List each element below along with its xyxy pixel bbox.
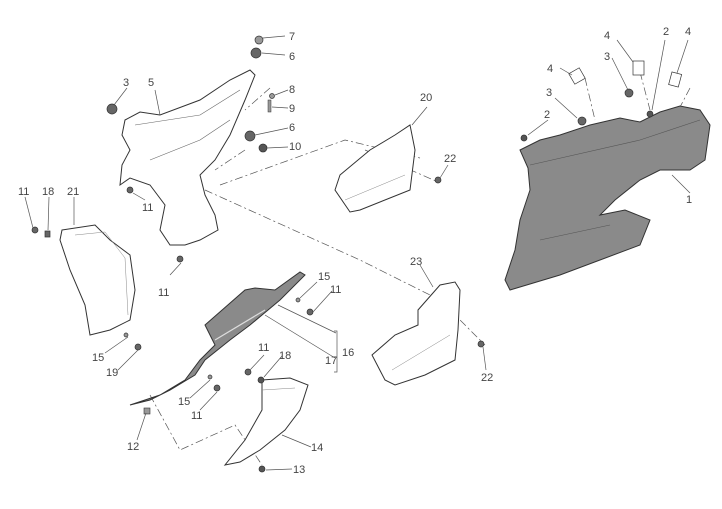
- fastener-11[interactable]: [176, 255, 184, 263]
- fastener-15[interactable]: [123, 332, 129, 338]
- fastener-6b[interactable]: [244, 130, 256, 142]
- fastener-22[interactable]: [434, 176, 442, 184]
- label-18: 18: [42, 186, 54, 198]
- fastener-15[interactable]: [295, 297, 301, 303]
- label-11: 11: [258, 342, 269, 354]
- label-14: 14: [311, 442, 323, 454]
- label-6: 6: [289, 122, 295, 134]
- label-11: 11: [142, 202, 153, 214]
- fastener-2[interactable]: [646, 110, 654, 118]
- fastener-11[interactable]: [213, 384, 221, 392]
- fastener-8[interactable]: [269, 93, 275, 99]
- fastener-15[interactable]: [207, 374, 213, 380]
- label-4: 4: [685, 26, 691, 38]
- assembly-line: [584, 77, 596, 121]
- fastener-13[interactable]: [258, 465, 266, 473]
- fastener-3[interactable]: [577, 116, 587, 126]
- part-21-cover[interactable]: [59, 224, 136, 336]
- label-23: 23: [410, 256, 422, 268]
- fastener-6a[interactable]: [250, 47, 262, 59]
- label-19: 19: [106, 367, 118, 379]
- fastener-10[interactable]: [258, 143, 268, 153]
- label-10: 10: [289, 141, 301, 153]
- part-5-bracket[interactable]: [119, 69, 256, 246]
- label-1: 1: [686, 194, 692, 206]
- assembly-line: [244, 87, 271, 111]
- clip-4[interactable]: [668, 71, 683, 88]
- label-5: 5: [148, 77, 154, 89]
- label-3: 3: [604, 51, 610, 63]
- label-21: 21: [67, 186, 79, 198]
- label-20: 20: [420, 92, 432, 104]
- label-17: 17: [325, 355, 337, 367]
- label-15: 15: [318, 271, 330, 283]
- fastener-9[interactable]: [267, 99, 272, 113]
- label-11: 11: [18, 186, 29, 198]
- fastener-11[interactable]: [31, 226, 39, 234]
- assembly-line: [219, 139, 421, 186]
- part-1-side-panel[interactable]: [504, 105, 711, 291]
- fastener-2[interactable]: [520, 134, 528, 142]
- fastener-11[interactable]: [126, 186, 134, 194]
- clip-4[interactable]: [632, 60, 645, 76]
- fastener-11[interactable]: [306, 308, 314, 316]
- label-11: 11: [191, 410, 202, 422]
- label-2: 2: [663, 26, 669, 38]
- assembly-line: [204, 189, 486, 346]
- assembly-line: [214, 149, 246, 171]
- part-20-cover[interactable]: [334, 124, 416, 213]
- fastener-19[interactable]: [134, 343, 142, 351]
- fastener-3[interactable]: [624, 88, 634, 98]
- label-9: 9: [289, 103, 295, 115]
- part-labels: 1 2 2 3 3 3 4 4 4 5 6 6 7 8 9 10 11 11 1…: [18, 26, 692, 476]
- label-4: 4: [604, 30, 610, 42]
- leader-lines: [24, 35, 691, 471]
- fastener-22[interactable]: [477, 340, 485, 348]
- label-22: 22: [444, 153, 456, 165]
- fastener-18[interactable]: [257, 376, 265, 384]
- label-13: 13: [293, 464, 305, 476]
- fastener-7[interactable]: [254, 35, 264, 45]
- label-6: 6: [289, 51, 295, 63]
- label-22: 22: [481, 372, 493, 384]
- label-12: 12: [127, 441, 139, 453]
- part-23-cover[interactable]: [371, 281, 461, 386]
- fastener-12[interactable]: [143, 407, 151, 415]
- label-16: 16: [342, 347, 354, 359]
- label-11: 11: [330, 284, 341, 296]
- label-18: 18: [279, 350, 291, 362]
- assembly-line: [639, 71, 651, 111]
- part-17-tail-panel[interactable]: [129, 271, 306, 406]
- label-4: 4: [547, 63, 553, 75]
- label-15: 15: [92, 352, 104, 364]
- fastener-18[interactable]: [44, 230, 51, 238]
- label-2: 2: [544, 109, 550, 121]
- label-3: 3: [546, 87, 552, 99]
- part-14-lower-cover[interactable]: [223, 377, 309, 466]
- clip-4[interactable]: [568, 67, 586, 85]
- label-7: 7: [289, 31, 295, 43]
- fasteners: [31, 35, 683, 473]
- label-3: 3: [123, 77, 129, 89]
- label-11: 11: [158, 287, 169, 299]
- fastener-11[interactable]: [244, 368, 252, 376]
- label-15: 15: [178, 396, 190, 408]
- label-8: 8: [289, 84, 295, 96]
- fastener-3-left[interactable]: [106, 103, 118, 115]
